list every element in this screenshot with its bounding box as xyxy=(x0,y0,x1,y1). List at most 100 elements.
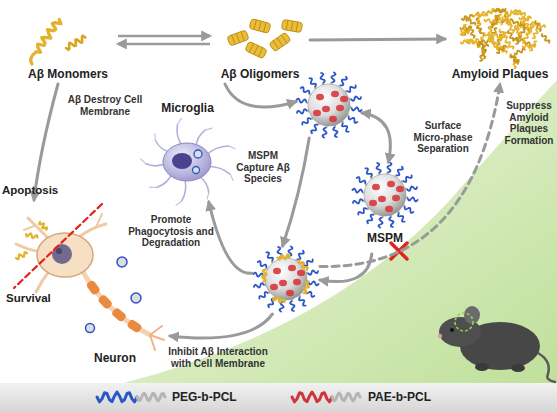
blocked-mark xyxy=(391,243,407,259)
abeta-oligomer xyxy=(281,19,302,32)
art-part xyxy=(249,19,271,34)
arrow-connector xyxy=(362,113,390,162)
polymer-block xyxy=(292,392,332,402)
pae-domain xyxy=(279,280,287,286)
pae-domain xyxy=(316,94,324,100)
peg-chain xyxy=(323,128,327,138)
peg-chain xyxy=(305,259,313,266)
art-part xyxy=(259,21,262,31)
plaque-fibril xyxy=(461,40,472,44)
plaque-fibril xyxy=(477,26,484,36)
microglia-body xyxy=(163,143,211,181)
art-part xyxy=(475,363,489,371)
plaque-fibril xyxy=(511,55,519,64)
abeta-oligomer xyxy=(245,41,267,59)
microglia-process xyxy=(176,201,182,205)
abeta-oligomer xyxy=(269,32,291,52)
art-part xyxy=(450,328,454,332)
art-part xyxy=(464,306,480,324)
arrow-label: Aβ Destroy Cell Membrane xyxy=(64,94,146,117)
plaque-fibril xyxy=(461,29,471,35)
peg-chain xyxy=(296,99,306,103)
plaque-fibril xyxy=(466,19,475,25)
pae-domain xyxy=(396,186,404,192)
art-part xyxy=(286,20,288,30)
art-part xyxy=(241,32,244,41)
pae-domain xyxy=(293,279,301,285)
abeta-monomer xyxy=(36,20,61,53)
micelle-core xyxy=(364,174,406,216)
axon xyxy=(82,270,150,335)
microglia-nucleus xyxy=(172,153,192,169)
peg-chain xyxy=(405,207,414,213)
node-label: Neuron xyxy=(80,352,150,366)
green-backdrop xyxy=(120,80,557,384)
node-label: Aβ Oligomers xyxy=(210,68,310,82)
pae-domain xyxy=(286,290,294,296)
arrow-line xyxy=(170,314,272,338)
arrow-line xyxy=(225,84,296,107)
peg-chain xyxy=(309,78,316,86)
node-label: Amyloid Plaques xyxy=(445,68,555,82)
art-part xyxy=(227,30,249,46)
abeta-attack xyxy=(16,252,27,259)
dendrite xyxy=(96,214,102,227)
state-label: Apoptosis xyxy=(2,184,58,196)
reverse-arrow xyxy=(118,43,210,46)
peg-chain xyxy=(352,189,362,193)
art-part xyxy=(254,20,257,30)
arrow-connector xyxy=(225,84,296,107)
peg-chain xyxy=(308,271,318,275)
microglia-process xyxy=(230,174,233,180)
monomer-node: Aβ Monomers xyxy=(18,8,118,84)
captured-abeta xyxy=(278,255,290,260)
oligomer-node: Aβ Oligomers xyxy=(210,8,310,84)
peg-chain xyxy=(299,298,306,306)
arrow-connector xyxy=(320,254,372,282)
micelle-node xyxy=(296,72,362,138)
art-part xyxy=(269,32,291,52)
arrow-connector xyxy=(34,84,58,200)
forward-arrow xyxy=(118,35,210,38)
legend-label: PEG-b-PCL xyxy=(172,390,237,404)
small-particle xyxy=(86,324,95,333)
micelle-core xyxy=(265,258,307,300)
plaque-fibril xyxy=(515,10,525,15)
peg-chain xyxy=(342,124,349,132)
pae-domain xyxy=(372,184,380,190)
peg-chain xyxy=(389,217,393,227)
peg-chain xyxy=(331,72,335,82)
peg-chain xyxy=(301,87,310,93)
art-part xyxy=(236,33,239,42)
arrow-connector xyxy=(170,314,272,338)
plaque-fibril xyxy=(523,33,529,42)
plaque-fibril xyxy=(513,38,524,42)
microglia-process xyxy=(150,187,157,188)
plaque-fibril xyxy=(482,48,485,59)
plaque-fibril xyxy=(505,12,510,23)
micelle-node xyxy=(252,246,320,314)
peg-chain xyxy=(367,215,373,224)
arrow-line xyxy=(34,84,58,200)
pae-domain xyxy=(336,105,344,111)
art-part xyxy=(232,35,235,44)
plaque-fibril xyxy=(485,19,496,23)
myelin-segment xyxy=(97,294,113,310)
peg-chain xyxy=(309,281,319,285)
abeta-oligomer xyxy=(227,30,249,46)
art-part xyxy=(281,35,287,43)
abeta-oligomer xyxy=(249,19,271,34)
art-part xyxy=(536,352,555,382)
arrow-line xyxy=(283,138,310,246)
myelin-segment xyxy=(111,307,128,323)
peg-chain xyxy=(357,177,366,183)
pae-domain xyxy=(273,268,281,274)
peg-chain xyxy=(377,163,381,173)
peg-chain xyxy=(353,199,363,203)
plaque-fibril xyxy=(510,54,519,62)
peg-chain xyxy=(397,167,403,176)
art-part xyxy=(254,45,258,54)
peg-chain xyxy=(365,168,372,176)
